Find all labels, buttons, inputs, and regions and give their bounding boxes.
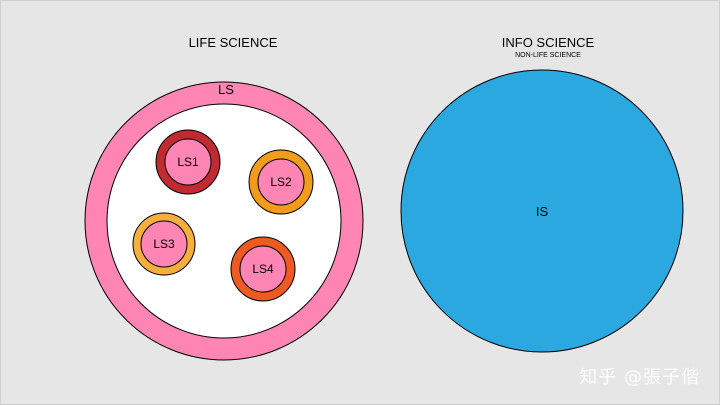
is-circle bbox=[400, 69, 684, 353]
ls4-label: LS4 bbox=[252, 262, 274, 276]
ls-inner-area bbox=[106, 103, 342, 339]
info-science-group: INFO SCIENCE NON-LIFE SCIENCE IS bbox=[400, 35, 684, 353]
ls2-group: LS2 bbox=[248, 149, 314, 215]
ls2-label: LS2 bbox=[270, 175, 292, 189]
ls2-core bbox=[257, 158, 305, 206]
ls3-label: LS3 bbox=[153, 237, 175, 251]
ls4-group: LS4 bbox=[230, 236, 296, 302]
ls1-group: LS1 bbox=[155, 129, 221, 195]
ls-outer-label: LS bbox=[218, 82, 234, 97]
ls3-core bbox=[140, 220, 188, 268]
life-science-title: LIFE SCIENCE bbox=[189, 35, 278, 50]
ls3-group: LS3 bbox=[132, 212, 196, 276]
info-science-subtitle: NON-LIFE SCIENCE bbox=[515, 52, 581, 59]
life-science-group: LIFE SCIENCE LS LS1 LS2 LS3 bbox=[84, 35, 364, 361]
watermark-text: 知乎 @張子偕 bbox=[579, 367, 700, 388]
info-science-title: INFO SCIENCE bbox=[502, 35, 595, 50]
ls4-core bbox=[239, 245, 287, 293]
ls1-label: LS1 bbox=[177, 155, 199, 169]
is-label: IS bbox=[536, 204, 549, 219]
ls1-core bbox=[164, 138, 212, 186]
